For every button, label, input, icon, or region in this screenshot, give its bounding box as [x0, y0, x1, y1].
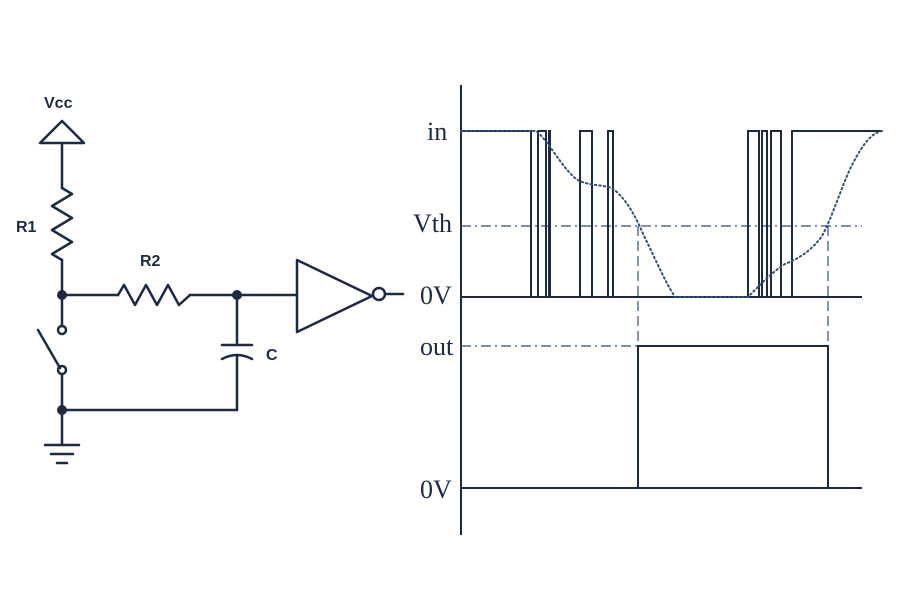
capacitor-c — [220, 293, 254, 412]
r1-label: R1 — [16, 219, 37, 236]
schematic: Vcc R1 R2 C — [16, 95, 405, 465]
cap-label: C — [266, 347, 278, 364]
output-zero-label: 0V — [420, 475, 452, 504]
output-pulse-waveform — [637, 345, 829, 488]
input-bounce-waveform — [461, 130, 882, 298]
threshold-label: Vth — [413, 209, 452, 238]
switch-symbol — [36, 293, 68, 412]
inverter-symbol — [295, 258, 405, 334]
resistor-r1 — [50, 186, 74, 262]
input-zero-label: 0V — [420, 281, 452, 310]
timing-diagram: in Vth 0V out 0V — [413, 85, 883, 535]
resistor-r2 — [116, 283, 192, 307]
vcc-label: Vcc — [44, 95, 73, 112]
vcc-supply-symbol — [38, 119, 86, 190]
capacitor-voltage-curve — [460, 130, 883, 298]
r2-label: R2 — [140, 253, 161, 270]
input-high-label: in — [427, 117, 447, 146]
ground-icon — [43, 408, 81, 465]
output-high-label: out — [420, 332, 454, 361]
